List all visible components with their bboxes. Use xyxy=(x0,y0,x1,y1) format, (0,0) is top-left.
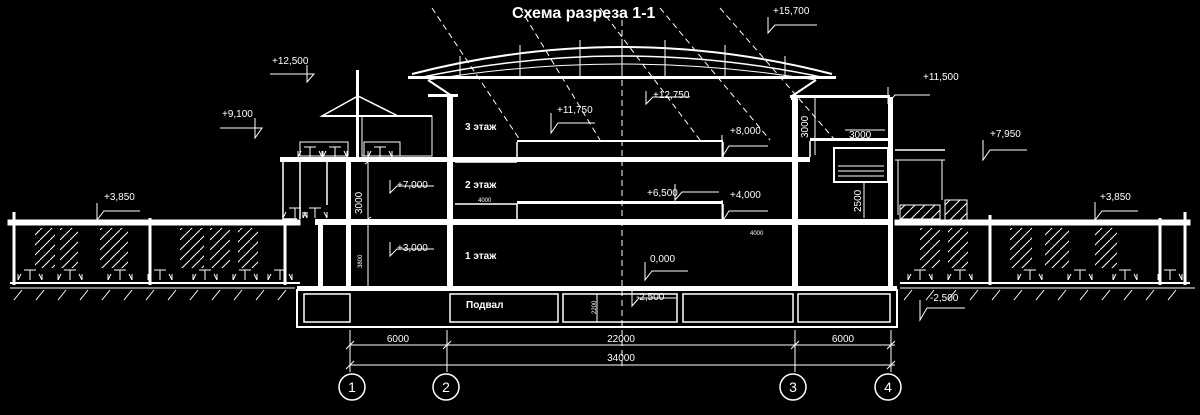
axis-label-3: 3 xyxy=(789,379,797,395)
level-mark-9100: +9,100 xyxy=(222,109,253,120)
interior-walls xyxy=(282,141,811,220)
width-3000-box: 3000 xyxy=(849,130,872,141)
height-3000-floor3: 3000 xyxy=(800,115,811,138)
columns xyxy=(318,70,893,287)
terrace-umbrella xyxy=(299,95,433,157)
floor-label-2: 2 этаж xyxy=(465,180,497,191)
level-mark-3850-right: +3,850 xyxy=(1100,192,1131,203)
level-mark-7950: +7,950 xyxy=(990,129,1021,140)
level-mark-3850-left: +3,850 xyxy=(104,192,135,203)
level-leaders xyxy=(96,17,1138,322)
axis-bubbles xyxy=(338,373,902,401)
span-middle: 22000 xyxy=(607,334,635,345)
floor-label-3: 3 этаж xyxy=(465,122,497,133)
floor-label-1: 1 этаж xyxy=(465,251,497,262)
span-4000-right: 4000 xyxy=(750,231,764,237)
terrace-furniture xyxy=(17,146,1183,281)
axis-label-1: 1 xyxy=(348,379,356,395)
axis-bubble-4 xyxy=(874,373,902,401)
axis-bubble-3 xyxy=(779,373,807,401)
level-mark-7000: +7,000 xyxy=(397,180,428,191)
level-mark-11500: +11,500 xyxy=(923,72,959,83)
level-mark-ground-outside: -2,500 xyxy=(930,293,959,304)
terrace-right xyxy=(894,199,1191,285)
level-mark-6500: +6,500 xyxy=(647,188,678,199)
height-3800: 3800 xyxy=(358,254,364,268)
span-right: 6000 xyxy=(832,334,855,345)
dimension-chain xyxy=(345,330,896,372)
height-2200: 2200 xyxy=(592,300,598,314)
level-mark-top: +15,700 xyxy=(773,6,810,17)
span-left: 6000 xyxy=(387,334,410,345)
height-2500: 2500 xyxy=(853,189,864,212)
level-mark-4000: +4,000 xyxy=(730,190,761,201)
span-4000-left: 4000 xyxy=(478,198,492,204)
span-total: 34000 xyxy=(607,353,635,364)
terrace-left xyxy=(7,212,301,285)
axis-label-2: 2 xyxy=(442,379,450,395)
level-mark-basement: -2,500 xyxy=(636,292,665,303)
height-3000-floor2: 3000 xyxy=(354,191,365,214)
floor-slabs xyxy=(280,76,897,290)
level-mark-zero: 0,000 xyxy=(650,254,675,265)
level-mark-12500: +12,500 xyxy=(272,56,309,67)
terrace-box-right xyxy=(833,147,945,215)
level-mark-11750: +11,750 xyxy=(557,105,593,116)
floor-label-basement: Подвал xyxy=(466,300,503,311)
axis-label-4: 4 xyxy=(884,379,892,395)
axis-bubble-2 xyxy=(432,373,460,401)
level-mark-3000: +3,000 xyxy=(397,243,428,254)
sun-rays xyxy=(431,7,836,370)
drawing-title: Схема разреза 1-1 xyxy=(512,5,656,22)
level-mark-8000: +8,000 xyxy=(730,126,761,137)
axis-bubble-1 xyxy=(338,373,366,401)
level-mark-12750: +12,750 xyxy=(653,90,690,101)
height-dimensions xyxy=(364,98,885,322)
